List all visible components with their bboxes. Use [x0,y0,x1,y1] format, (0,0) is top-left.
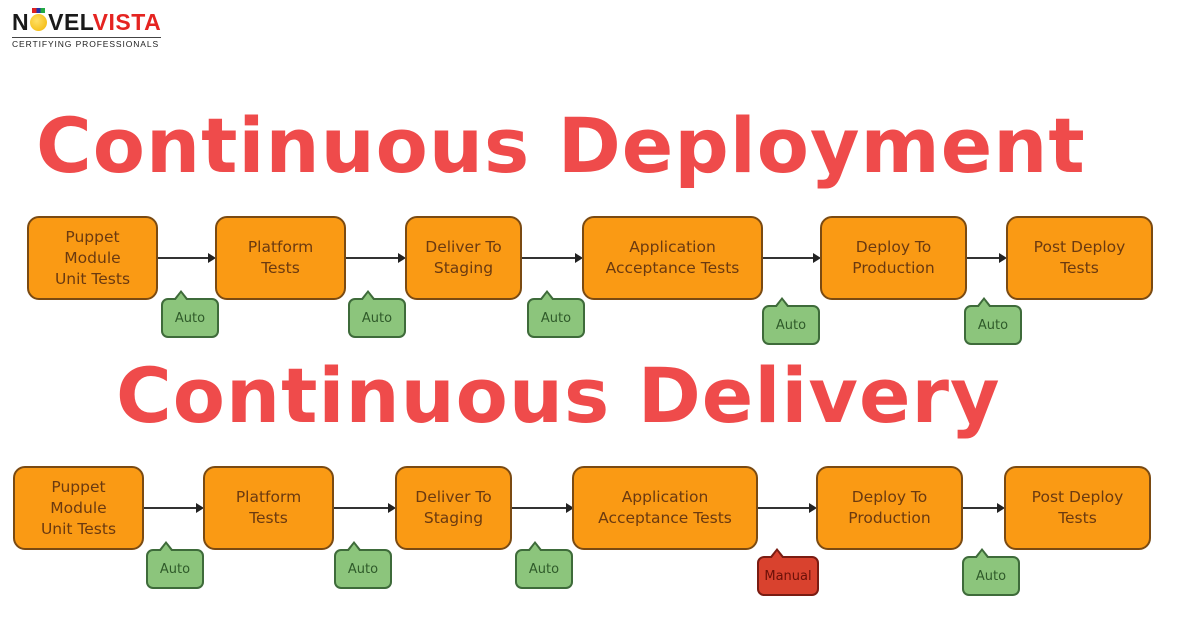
arrow [967,253,1007,263]
continuous-delivery-pipeline: Puppet Module Unit Tests Platform Tests … [0,460,1200,610]
stage-label: Puppet Module Unit Tests [40,477,117,538]
auto-gate: Auto [146,541,204,589]
stage-post-deploy-tests: Post Deploy Tests [1004,466,1151,550]
stage-deliver-to-staging: Deliver To Staging [395,466,512,550]
arrow [522,253,583,263]
arrow [346,253,406,263]
gate-label: Auto [977,317,1009,333]
arrow [512,503,574,513]
gate-label: Auto [159,561,191,577]
stage-deliver-to-staging: Deliver To Staging [405,216,522,300]
stage-label: Application Acceptance Tests [605,238,740,277]
stage-label: Platform Tests [247,238,314,277]
auto-gate: Auto [962,548,1020,596]
gate-label: Auto [540,310,572,326]
continuous-deployment-title: Continuous Deployment [36,101,1086,190]
stage-puppet-module-unit-tests: Puppet Module Unit Tests [27,216,158,300]
auto-gate: Auto [964,297,1022,345]
continuous-deployment-pipeline: Puppet Module Unit Tests Platform Tests … [0,210,1200,350]
logo-text-vista: VISTA [92,9,162,35]
arrow [963,503,1005,513]
arrow [758,503,817,513]
arrow [144,503,204,513]
logo-tagline: CERTIFYING PROFESSIONALS [12,37,162,49]
logo-globe-icon [30,8,48,31]
gate-label: Auto [361,310,393,326]
stage-label: Puppet Module Unit Tests [54,227,131,288]
stage-label: Deploy To Production [848,488,931,527]
logo-wordmark: N VELVISTA [12,8,162,35]
arrow [158,253,216,263]
gate-label: Auto [775,317,807,333]
auto-gate: Auto [334,541,392,589]
continuous-delivery-title: Continuous Delivery [116,351,1001,440]
stage-post-deploy-tests: Post Deploy Tests [1006,216,1153,300]
gate-label: Auto [174,310,206,326]
stage-label: Deliver To Staging [425,238,502,277]
stage-label: Application Acceptance Tests [598,488,732,527]
auto-gate: Auto [161,290,219,338]
logo-letter-n: N [12,9,30,35]
stage-deploy-to-production: Deploy To Production [820,216,967,300]
gate-label: Auto [528,561,560,577]
novelvista-logo: N VELVISTA CERTIFYING PROFESSIONALS [12,8,162,49]
stage-label: Deploy To Production [852,238,935,277]
logo-text-novel: VEL [48,9,93,35]
stage-deploy-to-production: Deploy To Production [816,466,963,550]
auto-gate: Auto [527,290,585,338]
auto-gate: Auto [348,290,406,338]
stage-application-acceptance-tests: Application Acceptance Tests [572,466,758,550]
gate-label: Auto [347,561,379,577]
stage-label: Post Deploy Tests [1031,488,1124,527]
stage-application-acceptance-tests: Application Acceptance Tests [582,216,763,300]
arrow [763,253,821,263]
stage-platform-tests: Platform Tests [215,216,346,300]
stage-label: Platform Tests [235,488,302,527]
gate-label: Auto [975,568,1007,584]
stage-label: Post Deploy Tests [1033,238,1126,277]
gate-label: Manual [764,568,812,584]
auto-gate: Auto [515,541,573,589]
stage-label: Deliver To Staging [415,488,492,527]
arrow [334,503,396,513]
stage-platform-tests: Platform Tests [203,466,334,550]
stage-puppet-module-unit-tests: Puppet Module Unit Tests [13,466,144,550]
auto-gate: Auto [762,297,820,345]
manual-gate: Manual [757,548,819,596]
